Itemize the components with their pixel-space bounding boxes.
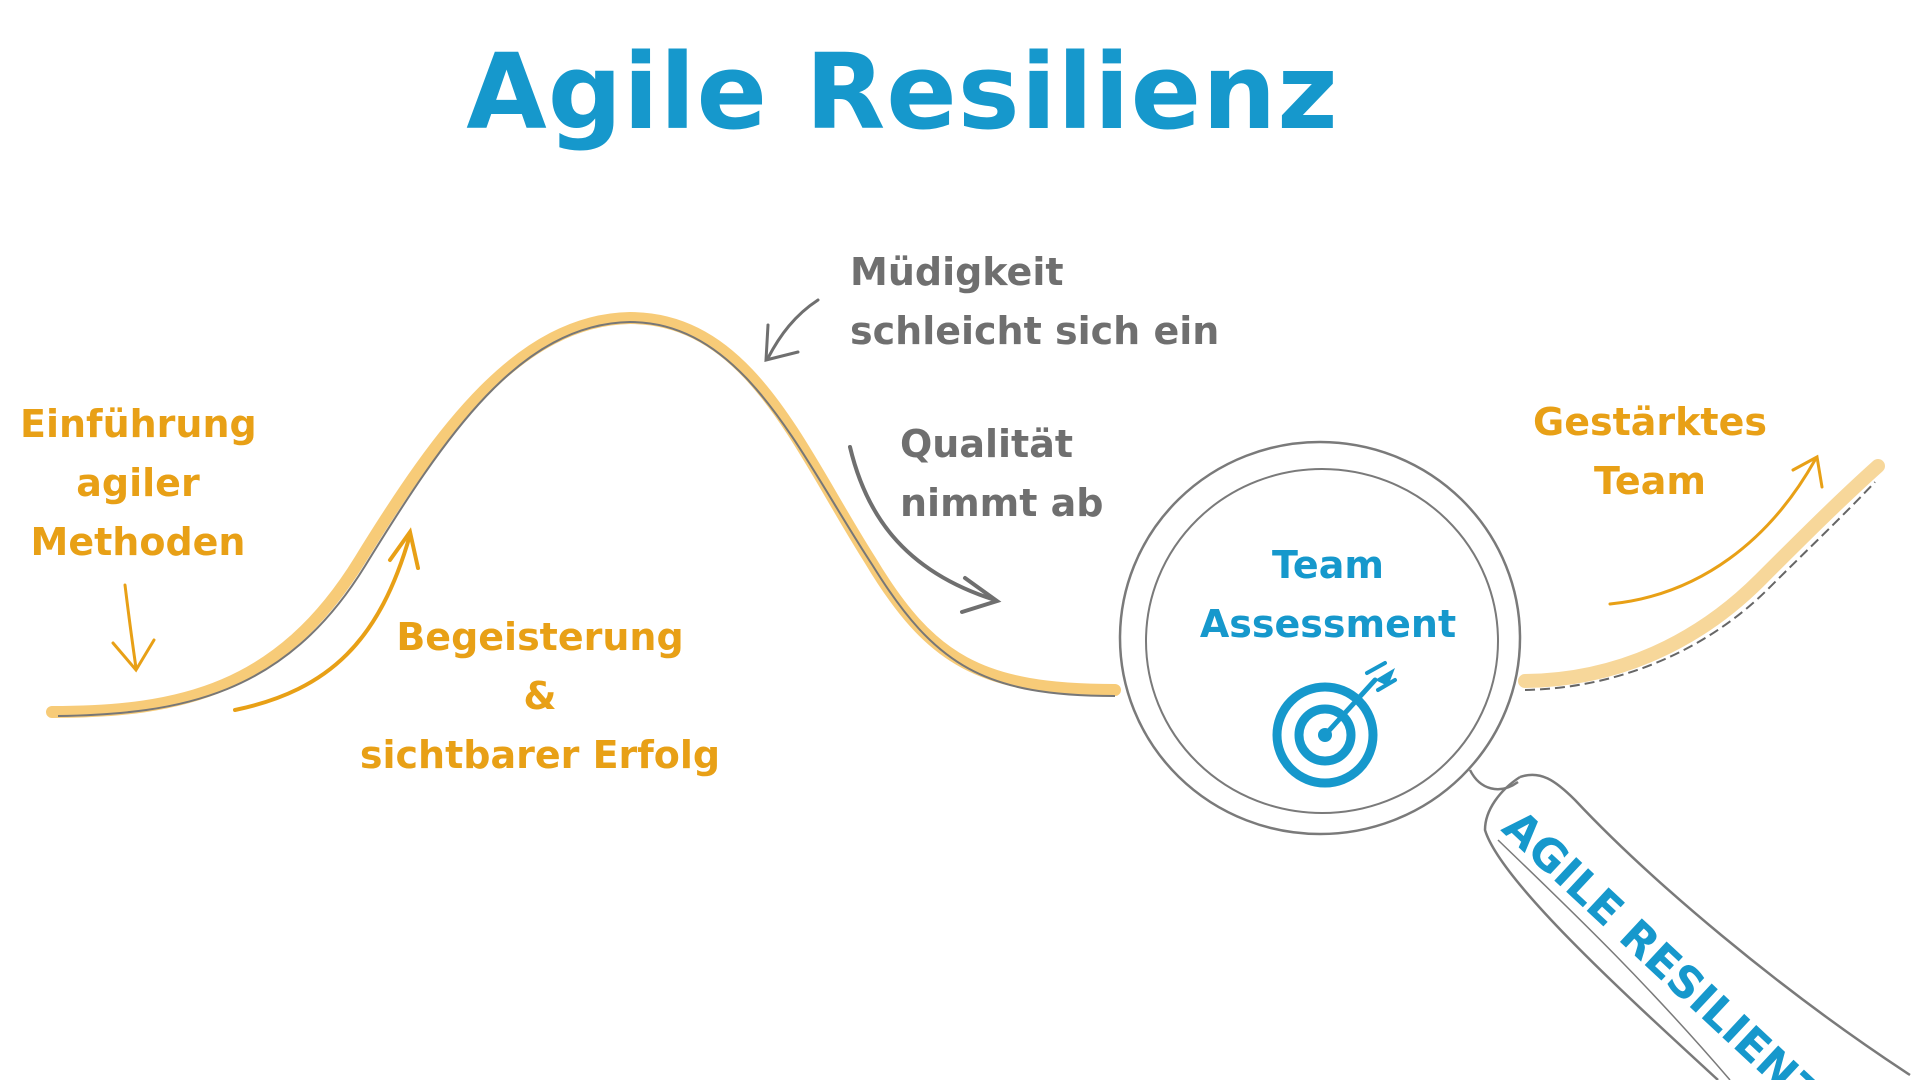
label-muedigkeit: Müdigkeit schleicht sich ein [850, 243, 1219, 361]
label-muedigkeit-line-2: schleicht sich ein [850, 309, 1220, 353]
label-einfuehrung-line-1: Einführung [20, 402, 257, 446]
growth-arrow-icon [1608, 454, 1824, 606]
recovery-curve-outline [1524, 481, 1876, 691]
label-gestaerktes-line-1: Gestärktes [1533, 400, 1767, 444]
handle-text: AGILE RESILIENZ [1492, 801, 1830, 1080]
label-begeisterung-line-2: & [523, 674, 557, 718]
down-arrow-icon [111, 583, 156, 673]
recovery-curve [1518, 459, 1885, 688]
resilience-curve-outline [57, 320, 1116, 717]
magnifying-glass-icon [1118, 440, 1911, 1080]
page-title: Agile Resilienz [466, 31, 1339, 153]
label-qualitaet-line-2: nimmt ab [900, 481, 1104, 525]
label-qualitaet: Qualität nimmt ab [900, 415, 1104, 533]
label-assessment-line-2: Assessment [1199, 602, 1457, 646]
fatigue-arrow-icon [764, 298, 820, 362]
label-begeisterung: Begeisterung & sichtbarer Erfolg [355, 608, 725, 785]
rising-arrow-icon [233, 527, 420, 712]
label-team-assessment: Team Assessment [1190, 536, 1466, 654]
label-qualitaet-line-1: Qualität [900, 422, 1074, 466]
target-with-arrow-icon [1272, 661, 1397, 788]
label-muedigkeit-line-1: Müdigkeit [850, 250, 1064, 294]
label-gestaerktes-team: Gestärktes Team [1520, 393, 1780, 511]
resilience-curve [46, 311, 1121, 718]
label-einfuehrung-line-3: Methoden [30, 520, 246, 564]
label-begeisterung-line-1: Begeisterung [396, 615, 684, 659]
decline-arrow-icon [848, 445, 1002, 614]
label-begeisterung-line-3: sichtbarer Erfolg [359, 733, 721, 777]
label-einfuehrung-line-2: agiler [76, 461, 200, 505]
label-assessment-line-1: Team [1272, 543, 1384, 587]
label-gestaerktes-line-2: Team [1594, 459, 1706, 503]
label-einfuehrung: Einführung agiler Methoden [20, 395, 257, 572]
